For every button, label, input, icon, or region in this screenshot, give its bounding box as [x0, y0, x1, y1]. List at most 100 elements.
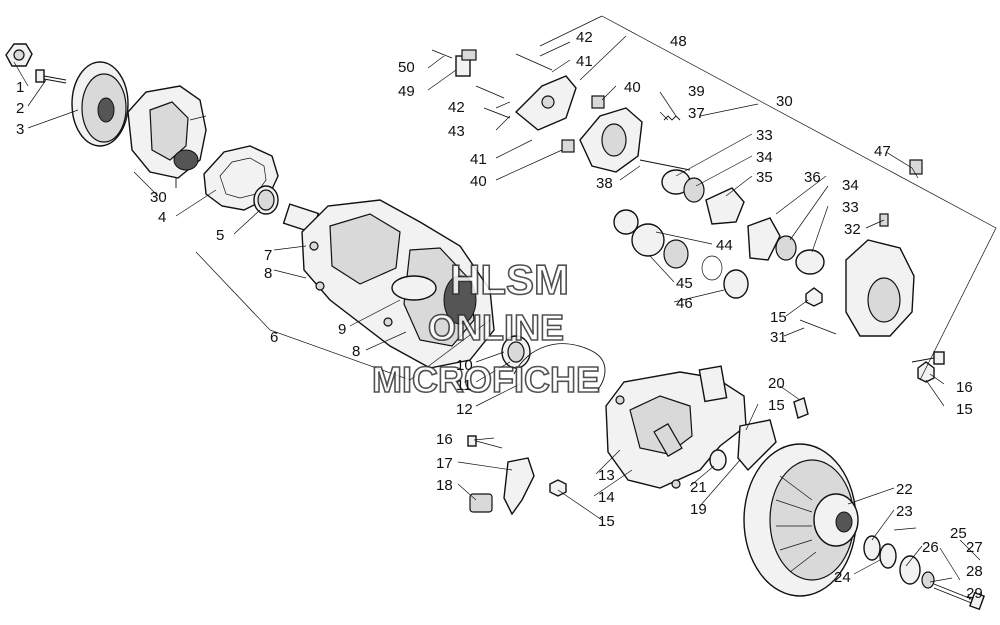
- callout-30-left: 30: [150, 189, 167, 206]
- part-38-pin: [639, 159, 691, 171]
- callout-20: 20: [768, 375, 785, 392]
- callout-15-upper: 15: [770, 309, 787, 326]
- part-15-nut-right: [917, 361, 935, 383]
- part-31-bolt: [799, 319, 837, 335]
- callout-42-upper: 42: [576, 29, 593, 46]
- callout-45: 45: [676, 275, 693, 292]
- part-17-mount-bracket: [503, 457, 535, 516]
- callout-46: 46: [676, 295, 693, 312]
- callout-42-lower: 42: [448, 99, 465, 116]
- callout-34-upper: 34: [756, 149, 773, 166]
- callout-22: 22: [896, 481, 913, 498]
- part-15-washer-right: [805, 287, 823, 307]
- part-46-snap-ring: [701, 255, 723, 281]
- part-21-snap-ring: [709, 449, 727, 471]
- callout-17: 17: [436, 455, 453, 472]
- part-5-o-ring: [253, 185, 279, 215]
- callout-40-lower: 40: [470, 173, 487, 190]
- part-3-drive-sheave: [71, 61, 129, 147]
- callout-27: 27: [966, 539, 983, 556]
- callout-30-upper: 30: [776, 93, 793, 110]
- part-45-bearing: [631, 223, 665, 257]
- callout-labels: 1 2 3 30 4 5 7 8 6 9 8 10 11 12 16 17 18…: [16, 29, 983, 602]
- callout-48: 48: [670, 33, 687, 50]
- callout-23: 23: [896, 503, 913, 520]
- callout-15-lower: 15: [598, 513, 615, 530]
- part-12-wiring-harness: [513, 343, 606, 393]
- callout-2: 2: [16, 100, 24, 117]
- part-48-caliper-bracket: [514, 75, 577, 131]
- callout-18: 18: [436, 477, 453, 494]
- callout-13: 13: [598, 467, 615, 484]
- part-16-bolt-right: [911, 351, 945, 365]
- callout-41-lower: 41: [470, 151, 487, 168]
- callout-5: 5: [216, 227, 224, 244]
- watermark-line2: ONLINE: [428, 307, 564, 348]
- callout-29: 29: [966, 585, 983, 602]
- callout-12: 12: [456, 401, 473, 418]
- part-36-pad-plate: [747, 217, 781, 261]
- callout-25: 25: [950, 525, 967, 542]
- callout-10: 10: [456, 357, 473, 374]
- callout-7: 7: [264, 247, 272, 264]
- part-34-seal: [683, 177, 705, 203]
- part-40-spacer: [591, 95, 605, 109]
- part-44-bearing: [613, 209, 639, 235]
- part-33-piston-right: [795, 249, 825, 275]
- callout-44: 44: [716, 237, 733, 254]
- watermark-line3: MICROFICHE: [372, 359, 600, 400]
- part-15-nut-lower: [549, 479, 567, 497]
- callout-26: 26: [922, 539, 939, 556]
- part-23-spacer: [863, 535, 881, 561]
- part-46-bearing: [723, 269, 749, 299]
- callout-49: 49: [398, 83, 415, 100]
- part-6-gear-case: [282, 199, 495, 369]
- callout-8-upper: 8: [264, 265, 272, 282]
- part-37-spring: [663, 115, 681, 121]
- part-34-seal-right: [775, 235, 797, 261]
- callout-14: 14: [598, 489, 615, 506]
- part-18-pad: [469, 493, 493, 513]
- watermark: HLSM ONLINE MICROFICHE: [371, 255, 601, 401]
- part-27-washer: [921, 571, 935, 589]
- callout-35: 35: [756, 169, 773, 186]
- callout-16-lower: 16: [436, 431, 453, 448]
- callout-37: 37: [688, 105, 705, 122]
- callout-34-right: 34: [842, 177, 859, 194]
- callout-31: 31: [770, 329, 787, 346]
- part-2-bolt: [35, 69, 67, 84]
- part-38-caliper: [579, 107, 643, 173]
- callout-39: 39: [688, 83, 705, 100]
- callout-19: 19: [690, 501, 707, 518]
- callout-43: 43: [448, 123, 465, 140]
- callout-28: 28: [966, 563, 983, 580]
- callout-16-right: 16: [956, 379, 973, 396]
- callout-41-upper: 41: [576, 53, 593, 70]
- part-42-43-bolts: [475, 53, 553, 119]
- part-47-plug: [909, 159, 923, 175]
- callout-15-right: 15: [956, 401, 973, 418]
- callout-4: 4: [158, 209, 166, 226]
- part-49-50-sensor: [431, 49, 477, 77]
- part-16-bolt-lower: [467, 435, 503, 449]
- part-26-washer: [899, 555, 921, 585]
- callout-1: 1: [16, 79, 24, 96]
- callout-38: 38: [596, 175, 613, 192]
- callout-50: 50: [398, 59, 415, 76]
- part-45-race: [663, 239, 689, 269]
- part-22-driven-clutch: [743, 443, 859, 597]
- leader-lines: [13, 15, 997, 601]
- part-14-gearbox: [605, 365, 747, 489]
- callout-21: 21: [690, 479, 707, 496]
- callout-33-right: 33: [842, 199, 859, 216]
- part-20-clip: [793, 397, 809, 419]
- part-40-spacer-lower: [561, 139, 575, 153]
- watermark-line1: HLSM: [450, 256, 569, 303]
- part-35-brake-pad: [705, 187, 745, 225]
- part-32-housing: [845, 213, 915, 337]
- part-24-washer: [879, 543, 897, 569]
- part-29-bolt: [933, 583, 985, 611]
- part-1-nut: [5, 43, 33, 67]
- callout-3: 3: [16, 121, 24, 138]
